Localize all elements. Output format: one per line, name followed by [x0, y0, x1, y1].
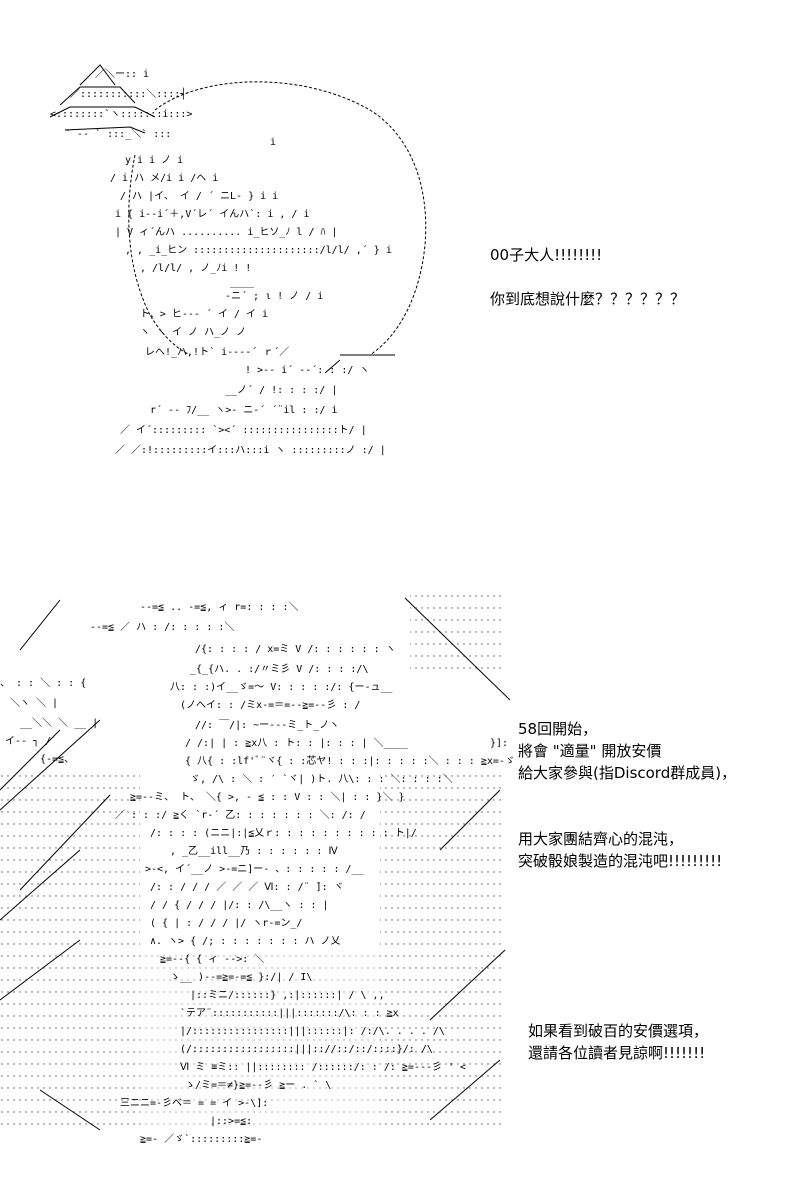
speech-line-2: 你到底想說什麼？？？？？？	[490, 290, 686, 308]
svg-text:／ ／:!:::::::::イ:::ハ:::i: ／ ／:!:::::::::イ:::ハ:::i ヽ :::::::::ノ :/ …	[115, 444, 386, 456]
svg-text:ゝ__ )-‐=≧=‐=≦ }:/| / I\: ゝ__ )-‐=≧=‐=≦ }:/| / I\	[170, 972, 312, 983]
svg-text:| V ィ´んハ .......... i_ヒソ: | V ィ´んハ .......... i_ヒソ_ﾉ l / ﾊ |	[115, 226, 338, 238]
svg-text:レへ!_ハ,!ト` i‐‐‐‐´ ｒ´／: レへ!_ハ,!ト` i‐‐‐‐´ ｒ´／	[145, 346, 289, 358]
svg-text:三ニニ=‐彡ベ＝ = = イ: 三ニニ=‐彡ベ＝ = = イ >‐\]:	[120, 1097, 268, 1109]
svg-text:_{_{ハ. . :/〃ミ彡 V /: : : :: _{_{ハ. . :/〃ミ彡 V /: : : :/\	[190, 664, 368, 675]
svg-text:{ 八{ : :lf'ﾞ¨ヾ{ : :芯ヤ! : : :|: { 八{ : :lf'ﾞ¨ヾ{ : :芯ヤ! : : :|: : : : :＼ …	[185, 754, 515, 767]
svg-text:! >‐‐ i´ ‐‐´: : :/: ! >‐‐ i´ ‐‐´: : :/ ヽ	[245, 364, 369, 376]
svg-text:(/:::::::::::::::::|||:://::/:: (/:::::::::::::::::|||:://::/::/::::}/: …	[180, 1044, 433, 1055]
svg-text:y i i ノ i: y i i ノ i	[125, 155, 183, 166]
svg-text:/ ハ |イ、 イ / ´ ニL‐ } i: / ハ |イ、 イ / ´ ニL‐ } i i	[120, 190, 278, 202]
announcement-line-4: 用大家團結齊心的混沌，	[518, 830, 684, 848]
svg-text://: ￣/|: ~ー‐‐‐ミ_ト_ノヽ: //: ￣/|: ~ー‐‐‐ミ_ト_ノヽ	[195, 718, 339, 731]
svg-text:, /l/l/ , ノ: , /l/l/ , ノ_ﾉi ! !	[140, 263, 251, 274]
panel-top: ／＼ー:: i ／:::::::::::＼::::┤ <::::::::`ヽ::…	[0, 0, 800, 520]
panel-bottom: ‐‐=≦ .. ‐=≦, ィ r=: : : :＼ ‐‐=≦ ／ ハ : /: …	[0, 580, 800, 1160]
svg-text:|::ミニ/::::::} ,:|::::::| / \: |::ミニ/::::::} ,:|::::::| / \ ,,	[190, 990, 385, 1001]
svg-text:／ : : :/ ≧く `r‐´ 乙: : : :: ／ : : :/ ≧く `r‐´ 乙: : : : : : : ＼: /: /	[115, 809, 366, 821]
svg-text:/ i ハ メ/i i /ヘ: / i ハ メ/i i /ヘ i	[110, 173, 218, 184]
svg-text:八: : :)イ__ゞ=〜 V: : :: 八: : :)イ__ゞ=〜 V: : : : :/: {ー‐ュ__	[170, 682, 394, 693]
svg-text:r´ ‐‐ ﾌ/__ ヽ>‐ ニ‐´ ´¨il : :/: r´ ‐‐ ﾌ/__ ヽ>‐ ニ‐´ ´¨il : :/ i	[150, 404, 338, 416]
svg-text:____: ____	[230, 277, 255, 288]
svg-text:∧. ヽ> { /; : : : : : : : ハ ノ乂: ∧. ヽ> { /; : : : : : : : ハ ノ乂	[150, 936, 341, 947]
svg-text:≧=‐‐{ { ィ ‐‐>: ＼: ≧=‐‐{ { ィ ‐‐>: ＼	[160, 953, 264, 965]
svg-text:‐‐=≦ .. ‐=≦, ィ r=: :: ‐‐=≦ .. ‐=≦, ィ r=: : : :＼	[140, 601, 298, 613]
svg-text:__＼＼ ＼ __ |: __＼＼ ＼ __ |	[20, 717, 98, 729]
svg-text:{‐=≦、: {‐=≦、	[40, 754, 74, 765]
svg-text:‐ニ´ ; ι ! ノ / i: ‐ニ´ ; ι ! ノ / i	[225, 290, 323, 302]
svg-text:/{: : : : / x=ミ V /: : :: /{: : : : / x=ミ V /: : : : : : ヽ	[195, 644, 396, 655]
svg-text:／:::::::::::＼::::┤: ／:::::::::::＼::::┤	[70, 87, 186, 100]
svg-text:‐‐=≦ ／ ハ: ‐‐=≦ ／ ハ : /: : : : :＼	[90, 621, 234, 633]
announcement-line-3: 給大家參與(指Discord群成員)，	[518, 764, 737, 782]
svg-text:／＼ー:: i: ／＼ー:: i	[95, 68, 149, 80]
svg-text:ト、> ヒ-‐‐ ´ イ /: ト、> ヒ-‐‐ ´ イ / イ i	[140, 308, 268, 320]
svg-text:/ / { / / / |/: :: / / { / / / |/: : /\__ヽ : : |	[150, 900, 329, 911]
svg-text:／ イ´::::::::: `><´ ::::: ／ イ´::::::::: `><´ ::::::::::::::::ト/ |	[120, 424, 367, 436]
svg-text:` ‐‐ ` :::_＼` :::: ` ‐‐ ` :::_＼` :::	[65, 128, 171, 140]
svg-text:≧=‐ ／ゞ`:::::::::≧=‐: ≧=‐ ／ゞ`:::::::::≧=‐	[140, 1133, 262, 1145]
ascii-art-character-top: ／＼ー:: i ／:::::::::::＼::::┤ <::::::::`ヽ::…	[49, 64, 427, 456]
announcement-line-6: 如果看到破百的安價選項，	[528, 1022, 709, 1040]
ascii-art-character-bottom: ‐‐=≦ .. ‐=≦, ィ r=: : : :＼ ‐‐=≦ ／ ハ : /: …	[0, 595, 515, 1145]
svg-text:Ⅵ ミ ≡ミ:: ||:::::::: /::::::/:: Ⅵ ミ ≡ミ:: ||:::::::: /::::::/: : /: ≧=‐‐‐…	[180, 1062, 466, 1073]
svg-text:/: : / / / ／ ／ ／ Ⅵ: :: /: : / / / ／ ／ ／ Ⅵ: : /¨ ̄]: ヾ	[150, 881, 344, 893]
svg-text:/ /:| | : ≧x八 : ト: : |: : : |: / /:| | : ≧x八 : ト: : |: : : | ＼____	[185, 737, 409, 749]
svg-text:|/::::::::::::::::|||::::::|:: |/::::::::::::::::|||::::::|: /:/\. . . …	[180, 1026, 445, 1037]
announcement-line-1: 58回開始，	[518, 720, 598, 738]
svg-text:イ‐‐ ┐ /: イ‐‐ ┐ /	[5, 736, 51, 747]
svg-text:ゞ, /\ : ＼ : ′ `ヾ| )ト. 八\: :: ゞ, /\ : ＼ : ′ `ヾ| )ト. 八\: : : ＼: : : :＼	[190, 773, 453, 785]
svg-text:, , _i_ヒン :::::::::::::::::: , , _i_ヒン :::::::::::::::::::::/l/l/ ,´ …	[125, 244, 392, 256]
svg-text:i: i	[270, 137, 276, 148]
svg-text:`テア¨:::::::::::|||:::::::/\: :: `テア¨:::::::::::|||:::::::/\: : : ≧x	[180, 1007, 399, 1019]
announcement-line-5: 突破骰娘製造的混沌吧!!!!!!!!!	[518, 852, 723, 870]
announcement-line-7: 還請各位讀者見諒啊!!!!!!!	[528, 1044, 706, 1062]
svg-text:|::>=≦:: |::>=≦:	[210, 1116, 252, 1127]
svg-text:ヽ ヽ イ ノ ハ_: ヽ ヽ イ ノ ハ_ノ ノ	[140, 327, 246, 338]
svg-text:, _乙__ill__乃 : : : : : : Ⅳ: , _乙__ill__乃 : : : : : : Ⅳ	[170, 845, 338, 857]
speech-line-1: 00子大人!!!!!!!!	[490, 246, 603, 264]
svg-text:<::::::::`ヽ:::::::i:::>: <::::::::`ヽ:::::::i:::>	[50, 108, 192, 120]
svg-text:}]:: }]:	[490, 738, 508, 749]
svg-text:i { i‐‐i´＋,V´レ´ イんハ`: i ,: i { i‐‐i´＋,V´レ´ イんハ`: i , / i	[115, 208, 310, 220]
announcement-line-2: 將會 "適量" 開放安價	[518, 742, 662, 760]
svg-text:≧=‐‐ミ、 ト、 ＼{ >, ‐ ≦ : : V :: ≧=‐‐ミ、 ト、 ＼{ >, ‐ ≦ : : V : : ＼| : : }＼ …	[130, 791, 405, 803]
svg-text:( { | : / / / |/: ( { | : / / / |/ ヽr‐=ン_/	[150, 918, 302, 929]
svg-text:/: : : : (ニニ|:|≦乂ｒ: : : : : :: /: : : : (ニニ|:|≦乂ｒ: : : : : : : : : : ト|…	[150, 828, 417, 839]
svg-text:(ノへイ: : /ミx‐=＝=‐‐≧=‐‐彡 : /: (ノへイ: : /ミx‐=＝=‐‐≧=‐‐彡 : /	[180, 700, 360, 711]
svg-text:ゝ/ミ=＝≠}≧=‐‐彡 ≧ー . ` \: ゝ/ミ=＝≠}≧=‐‐彡 ≧ー . ` \	[185, 1079, 331, 1091]
svg-text:、 : : ＼ : : {: 、 : : ＼ : : {	[0, 677, 86, 689]
svg-text:>‐<, イ´__ノ >‐=ニ]ー‐ 、: : : : :: >‐<, イ´__ノ >‐=ニ]ー‐ 、: : : : : /__	[145, 863, 365, 875]
svg-text:__ノ´ / !: : :: __ノ´ / !: : : :/ |	[225, 384, 337, 396]
svg-text:＼ヽ ＼ |: ＼ヽ ＼ |	[10, 697, 58, 709]
